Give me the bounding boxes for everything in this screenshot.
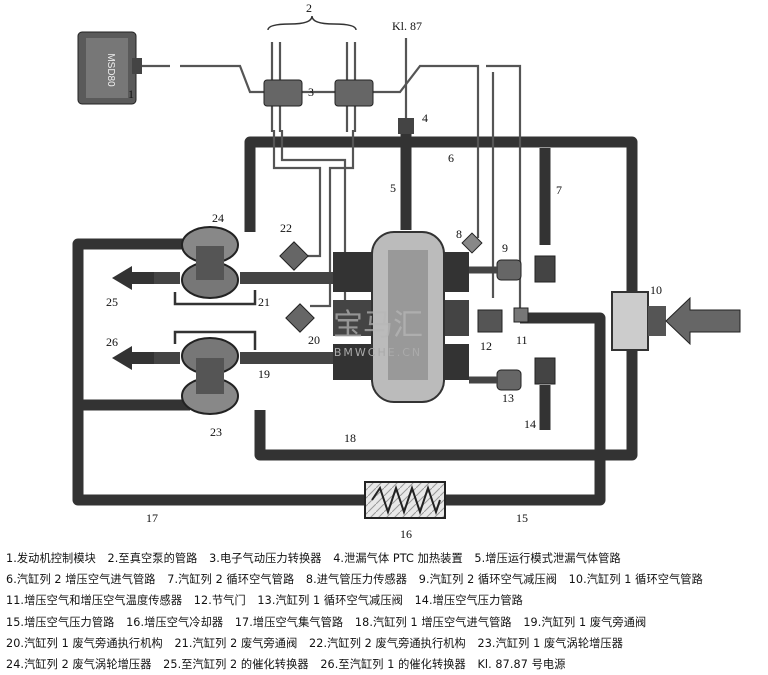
ecu-label: MSD80 bbox=[105, 53, 116, 87]
legend-line: 20.汽缸列 1 废气旁通执行机构 21.汽缸列 2 废气旁通阀 22.汽缸列 … bbox=[6, 633, 762, 654]
num-15: 15 bbox=[516, 511, 528, 525]
pressure-converters bbox=[263, 79, 374, 107]
valve-links bbox=[469, 266, 497, 384]
wastegate-actuators bbox=[279, 241, 315, 333]
throttle bbox=[477, 309, 503, 333]
legend-item: 19.汽缸列 1 废气旁通阀 bbox=[523, 615, 647, 629]
legend: 1.发动机控制模块 2.至真空泵的管路 3.电子气动压力转换器 4.泄漏气体 P… bbox=[6, 548, 762, 675]
watermark-sub: BMWCHE.CN bbox=[334, 346, 422, 359]
exhaust-arrows bbox=[112, 266, 154, 370]
legend-item: 22.汽缸列 2 废气旁通执行机构 bbox=[309, 636, 466, 650]
num-12: 12 bbox=[480, 339, 492, 353]
legend-item: 1.发动机控制模块 bbox=[6, 552, 96, 565]
ptc-heater bbox=[398, 118, 414, 134]
num-3: 3 bbox=[308, 85, 314, 99]
num-16: 16 bbox=[400, 527, 412, 540]
legend-item: Kl. 87.87 号电源 bbox=[477, 658, 566, 672]
air-inlet bbox=[611, 291, 741, 351]
legend-item: 23.汽缸列 1 废气涡轮增压器 bbox=[477, 636, 623, 650]
legend-item: 15.增压空气压力管路 bbox=[6, 615, 115, 629]
legend-item: 4.泄漏气体 PTC 加热装置 bbox=[333, 552, 463, 565]
num-13: 13 bbox=[502, 391, 514, 405]
duct-18-bank1-intake bbox=[254, 410, 585, 461]
legend-item: 21.汽缸列 2 废气旁通阀 bbox=[174, 636, 298, 650]
num-7: 7 bbox=[556, 183, 562, 197]
num-6: 6 bbox=[448, 151, 454, 165]
legend-item: 6.汽缸列 2 增压空气进气管路 bbox=[6, 573, 156, 587]
legend-item: 8.进气管压力传感器 bbox=[305, 573, 408, 587]
legend-item: 26.至汽缸列 1 的催化转换器 bbox=[320, 658, 466, 672]
duct-bank2-outlet bbox=[72, 238, 365, 506]
legend-item: 17.增压空气集气管路 bbox=[234, 615, 344, 629]
legend-line: 1.发动机控制模块 2.至真空泵的管路 3.电子气动压力转换器 4.泄漏气体 P… bbox=[6, 548, 762, 569]
legend-item: 12.节气门 bbox=[193, 594, 246, 608]
exhaust-ducts bbox=[150, 272, 333, 364]
legend-item: 2.至真空泵的管路 bbox=[107, 552, 198, 565]
num-5: 5 bbox=[390, 181, 396, 195]
legend-item: 5.增压运行模式泄漏气体管路 bbox=[474, 552, 621, 565]
turbocharger-23 bbox=[181, 337, 239, 415]
duct-15-pressure bbox=[440, 312, 606, 506]
legend-line: 11.增压空气和增压空气温度传感器 12.节气门 13.汽缸列 1 循环空气减压… bbox=[6, 590, 762, 611]
watermark-main: 宝马汇 bbox=[333, 308, 423, 343]
num-25: 25 bbox=[106, 295, 118, 309]
num-17: 17 bbox=[146, 511, 158, 525]
legend-item: 9.汽缸列 2 循环空气减压阀 bbox=[418, 573, 558, 587]
wastegate-loops bbox=[173, 290, 257, 350]
legend-item: 14.增压空气压力管路 bbox=[414, 594, 523, 608]
num-20: 20 bbox=[308, 333, 320, 347]
legend-item: 24.汽缸列 2 废气涡轮增压器 bbox=[6, 658, 152, 672]
num-1: 1 bbox=[128, 87, 134, 101]
legend-line: 6.汽缸列 2 增压空气进气管路 7.汽缸列 2 循环空气管路 8.进气管压力传… bbox=[6, 569, 762, 590]
num-10: 10 bbox=[650, 283, 662, 297]
ecu-module: MSD80 bbox=[77, 31, 142, 105]
legend-item: 3.电子气动压力转换器 bbox=[209, 552, 322, 565]
legend-item: 10.汽缸列 1 循环空气管路 bbox=[568, 573, 703, 587]
power-label: Kl. 87 bbox=[392, 19, 422, 33]
turbo-system-diagram: MSD80 bbox=[72, 1, 741, 540]
recirc-valves bbox=[496, 255, 556, 391]
legend-item: 11.增压空气和增压空气温度传感器 bbox=[6, 594, 183, 608]
charge-air-cooler bbox=[364, 481, 446, 519]
component-numbers: 1 2 3 4 5 6 7 8 9 10 11 12 13 14 15 16 1… bbox=[106, 1, 662, 540]
num-24: 24 bbox=[212, 211, 224, 225]
num-9: 9 bbox=[502, 241, 508, 255]
engine-block bbox=[333, 231, 469, 403]
boost-temp-sensor bbox=[513, 307, 529, 323]
num-22: 22 bbox=[280, 221, 292, 235]
num-19: 19 bbox=[258, 367, 270, 381]
num-21: 21 bbox=[258, 295, 270, 309]
num-23: 23 bbox=[210, 425, 222, 439]
num-2: 2 bbox=[306, 1, 312, 15]
legend-item: 13.汽缸列 1 循环空气减压阀 bbox=[257, 594, 403, 608]
num-18: 18 bbox=[344, 431, 356, 445]
num-8: 8 bbox=[456, 227, 462, 241]
duct-6-bank2-intake bbox=[244, 136, 638, 461]
legend-line: 24.汽缸列 2 废气涡轮增压器 25.至汽缸列 2 的催化转换器 26.至汽缸… bbox=[6, 654, 762, 675]
num-11: 11 bbox=[516, 333, 528, 347]
legend-item: 18.汽缸列 1 增压空气进气管路 bbox=[354, 615, 512, 629]
legend-item: 16.增压空气冷却器 bbox=[126, 615, 224, 629]
legend-item: 25.至汽缸列 2 的催化转换器 bbox=[163, 658, 309, 672]
legend-item: 20.汽缸列 1 废气旁通执行机构 bbox=[6, 636, 163, 650]
bracket-2 bbox=[267, 15, 357, 31]
air-ducts bbox=[72, 128, 638, 506]
legend-item: 7.汽缸列 2 循环空气管路 bbox=[167, 573, 295, 587]
legend-line: 15.增压空气压力管路 16.增压空气冷却器 17.增压空气集气管路 18.汽缸… bbox=[6, 612, 762, 633]
intake-pressure-sensor bbox=[461, 232, 483, 254]
num-26: 26 bbox=[106, 335, 118, 349]
turbocharger-24 bbox=[181, 226, 239, 299]
num-14: 14 bbox=[524, 417, 536, 431]
num-4: 4 bbox=[422, 111, 428, 125]
